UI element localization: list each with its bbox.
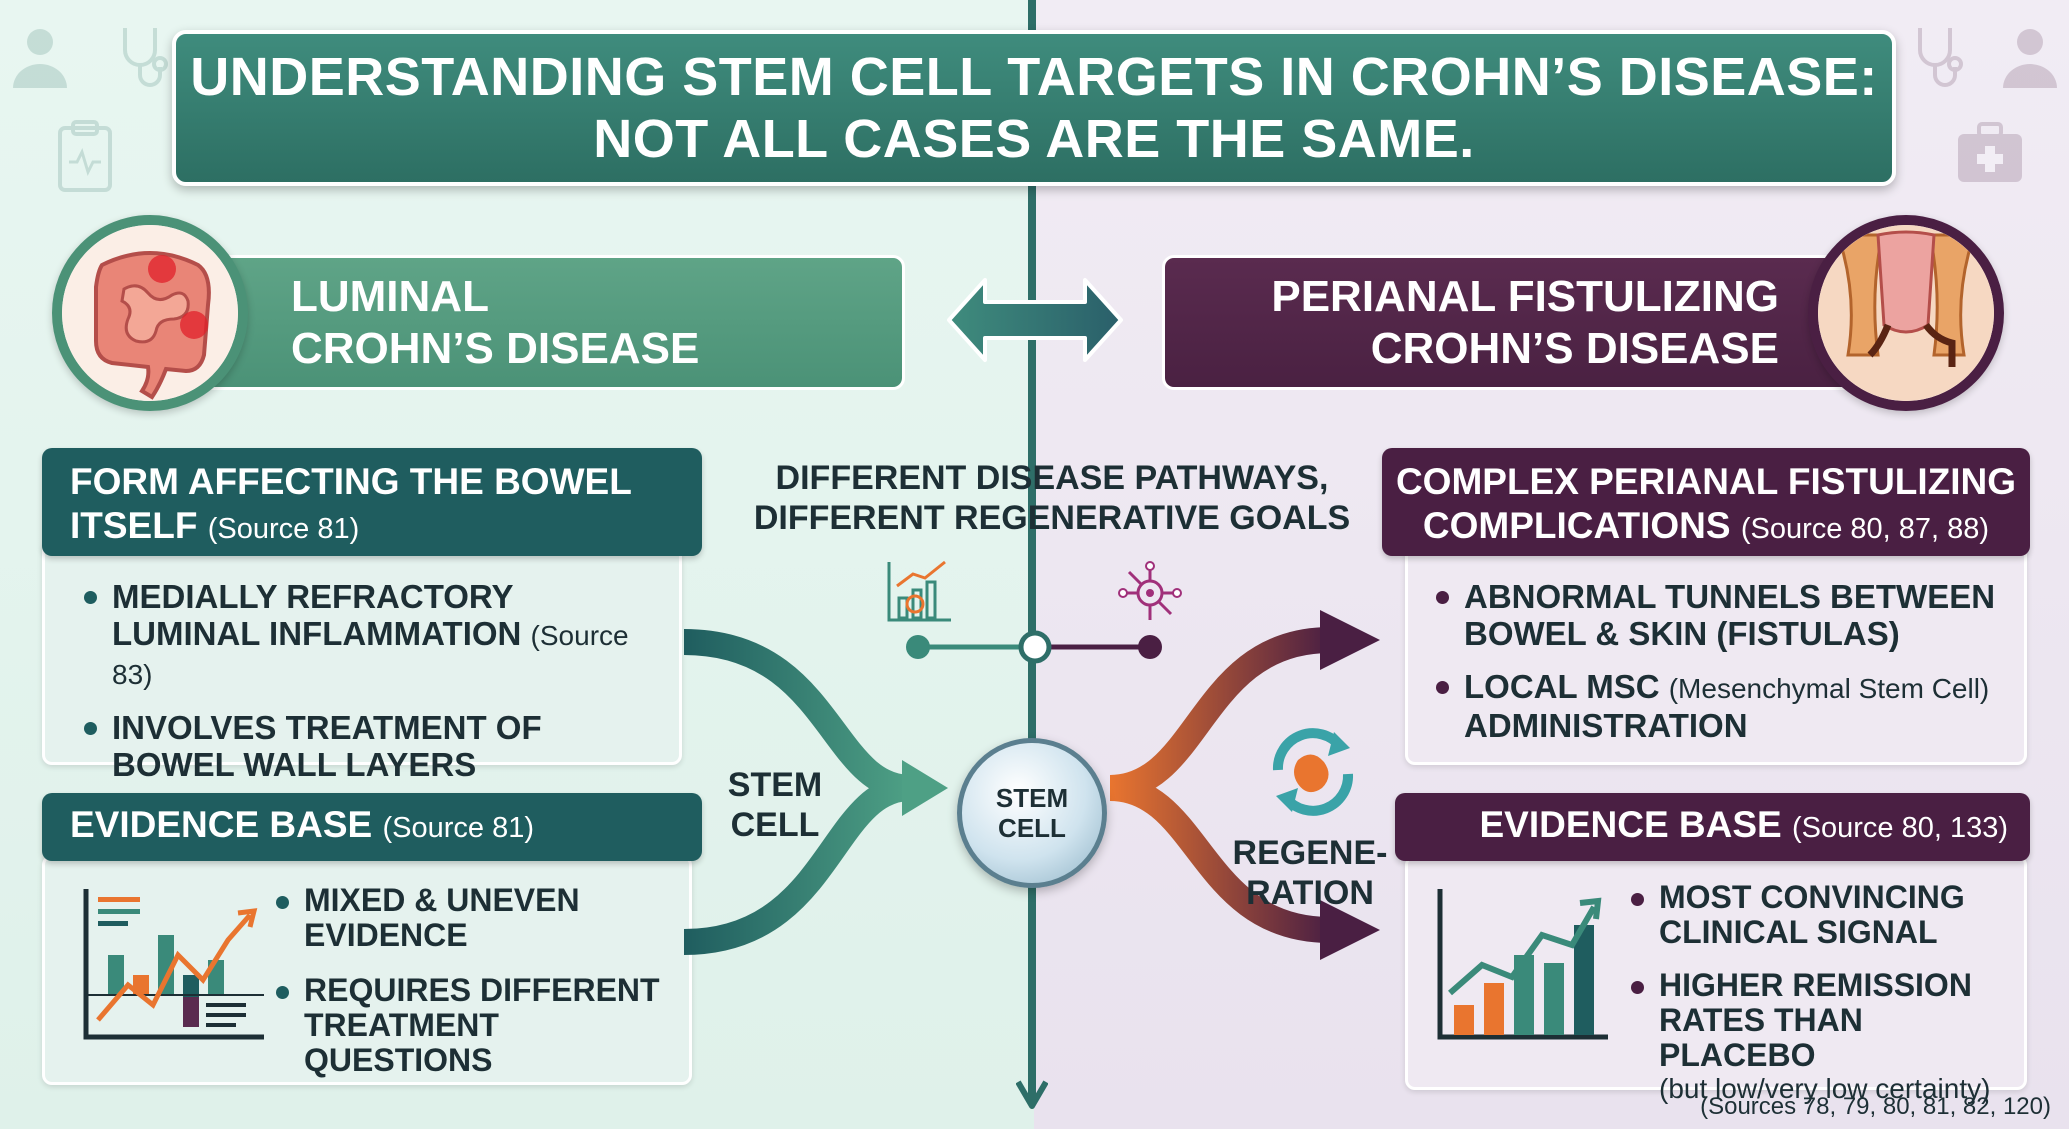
perianal-evidence-bullet-2: HIGHER REMISSION RATES THAN PLACEBO(but … <box>1627 968 2027 1105</box>
regeneration-cycle-icon <box>1272 728 1354 816</box>
stem-cell-line-1: STEM <box>995 783 1069 813</box>
perianal-form-source: (Source 80, 87, 88) <box>1740 513 1990 545</box>
luminal-form-title-line-2: ITSELF <box>70 505 198 546</box>
stem-label-line-1: STEM <box>727 766 823 804</box>
perianal-form-title-line-2: COMPLICATIONS <box>1422 505 1731 546</box>
double-arrow-icon <box>947 278 1123 362</box>
luminal-header-line-2: CROHN’S DISEASE <box>291 323 700 373</box>
stethoscope-icon-right <box>1918 28 1963 87</box>
luminal-header: LUMINAL CROHN’S DISEASE <box>180 255 905 390</box>
perianal-form-bullets: ABNORMAL TUNNELS BETWEEN BOWEL & SKIN (F… <box>1432 578 2012 760</box>
doctor-icon-right <box>2003 29 2057 88</box>
perianal-header: PERIANAL FISTULIZING CROHN’S DISEASE <box>1162 255 1892 390</box>
perianal-anatomy-icon <box>1808 215 2004 411</box>
regeneration-label: REGENE- RATION <box>1220 833 1400 913</box>
pathways-line-1: DIFFERENT DISEASE PATHWAYS, <box>775 459 1329 497</box>
perianal-evidence-bullets: MOST CONVINCING CLINICAL SIGNAL HIGHER R… <box>1627 880 2027 1121</box>
luminal-evidence-bullets: MIXED & UNEVEN EVIDENCE REQUIRES DIFFERE… <box>272 883 692 1094</box>
stem-cell-side-label: STEM CELL <box>700 765 850 845</box>
axis-arrowhead-icon <box>1016 1080 1048 1109</box>
luminal-evidence-title-text: EVIDENCE BASE <box>70 804 373 845</box>
perianal-header-line-1: PERIANAL FISTULIZING <box>1271 271 1779 321</box>
luminal-evidence-bullet-1: MIXED & UNEVEN EVIDENCE <box>272 883 692 953</box>
luminal-form-bullets: MEDIALLY REFRACTORY LUMINAL INFLAMMATION… <box>80 578 660 799</box>
regen-line-1: REGENE- <box>1232 834 1388 872</box>
rising-chart-icon <box>1437 889 1608 1040</box>
pathway-slider <box>906 630 1162 664</box>
pathways-line-2: DIFFERENT REGENERATIVE GOALS <box>753 499 1351 537</box>
stethoscope-icon <box>123 28 168 87</box>
title-line-2: NOT ALL CASES ARE THE SAME. <box>593 109 1475 169</box>
title-line-1: UNDERSTANDING STEM CELL TARGETS IN CROHN… <box>190 47 1878 107</box>
perianal-form-title: COMPLEX PERIANAL FISTULIZING COMPLICATIO… <box>1382 448 2030 556</box>
luminal-form-bullet-2: INVOLVES TREATMENT OF BOWEL WALL LAYERS <box>80 709 660 783</box>
growth-chart-icon <box>887 560 951 622</box>
luminal-form-title-line-1: FORM AFFECTING THE BOWEL <box>70 461 632 502</box>
intestine-icon <box>52 215 248 411</box>
luminal-evidence-source: (Source 81) <box>382 812 535 844</box>
perianal-evidence-title: EVIDENCE BASE (Source 80, 133) <box>1395 793 2030 861</box>
cell-network-icon <box>1118 561 1182 620</box>
perianal-form-bullet-2: LOCAL MSC (Mesenchymal Stem Cell) ADMINI… <box>1432 668 2012 744</box>
luminal-form-bullet-1: MEDIALLY REFRACTORY LUMINAL INFLAMMATION… <box>80 578 660 693</box>
stem-cell-line-2: CELL <box>998 813 1066 843</box>
medical-kit-icon <box>1958 122 2022 182</box>
perianal-evidence-title-text: EVIDENCE BASE <box>1479 804 1782 845</box>
perianal-header-line-2: CROHN’S DISEASE <box>1370 323 1779 373</box>
stem-cell-node: STEM CELL <box>957 738 1107 888</box>
regen-line-2: RATION <box>1246 874 1374 912</box>
center-divider-axis <box>1028 0 1036 1100</box>
perianal-form-bullet-1: ABNORMAL TUNNELS BETWEEN BOWEL & SKIN (F… <box>1432 578 2012 652</box>
flow-arrows <box>683 610 1380 960</box>
title-banner: UNDERSTANDING STEM CELL TARGETS IN CROHN… <box>172 30 1896 186</box>
pathways-label: DIFFERENT DISEASE PATHWAYS, DIFFERENT RE… <box>752 458 1352 538</box>
luminal-form-title: FORM AFFECTING THE BOWEL ITSELF (Source … <box>42 448 702 556</box>
luminal-evidence-title: EVIDENCE BASE (Source 81) <box>42 793 702 861</box>
luminal-form-source: (Source 81) <box>207 513 360 545</box>
perianal-evidence-bullet-1: MOST CONVINCING CLINICAL SIGNAL <box>1627 880 2027 950</box>
perianal-form-title-line-1: COMPLEX PERIANAL FISTULIZING <box>1395 461 2017 502</box>
luminal-evidence-bullet-2: REQUIRES DIFFERENT TREATMENT QUESTIONS <box>272 973 692 1078</box>
doctor-icon <box>13 29 67 88</box>
clipboard-icon <box>58 120 112 192</box>
footer-sources: (Sources 78, 79, 80, 81, 82, 120) <box>1700 1093 2051 1120</box>
luminal-header-line-1: LUMINAL <box>291 271 489 321</box>
perianal-evidence-source: (Source 80, 133) <box>1791 812 2008 844</box>
mixed-chart-icon <box>83 889 264 1040</box>
stem-label-line-2: CELL <box>730 806 820 844</box>
